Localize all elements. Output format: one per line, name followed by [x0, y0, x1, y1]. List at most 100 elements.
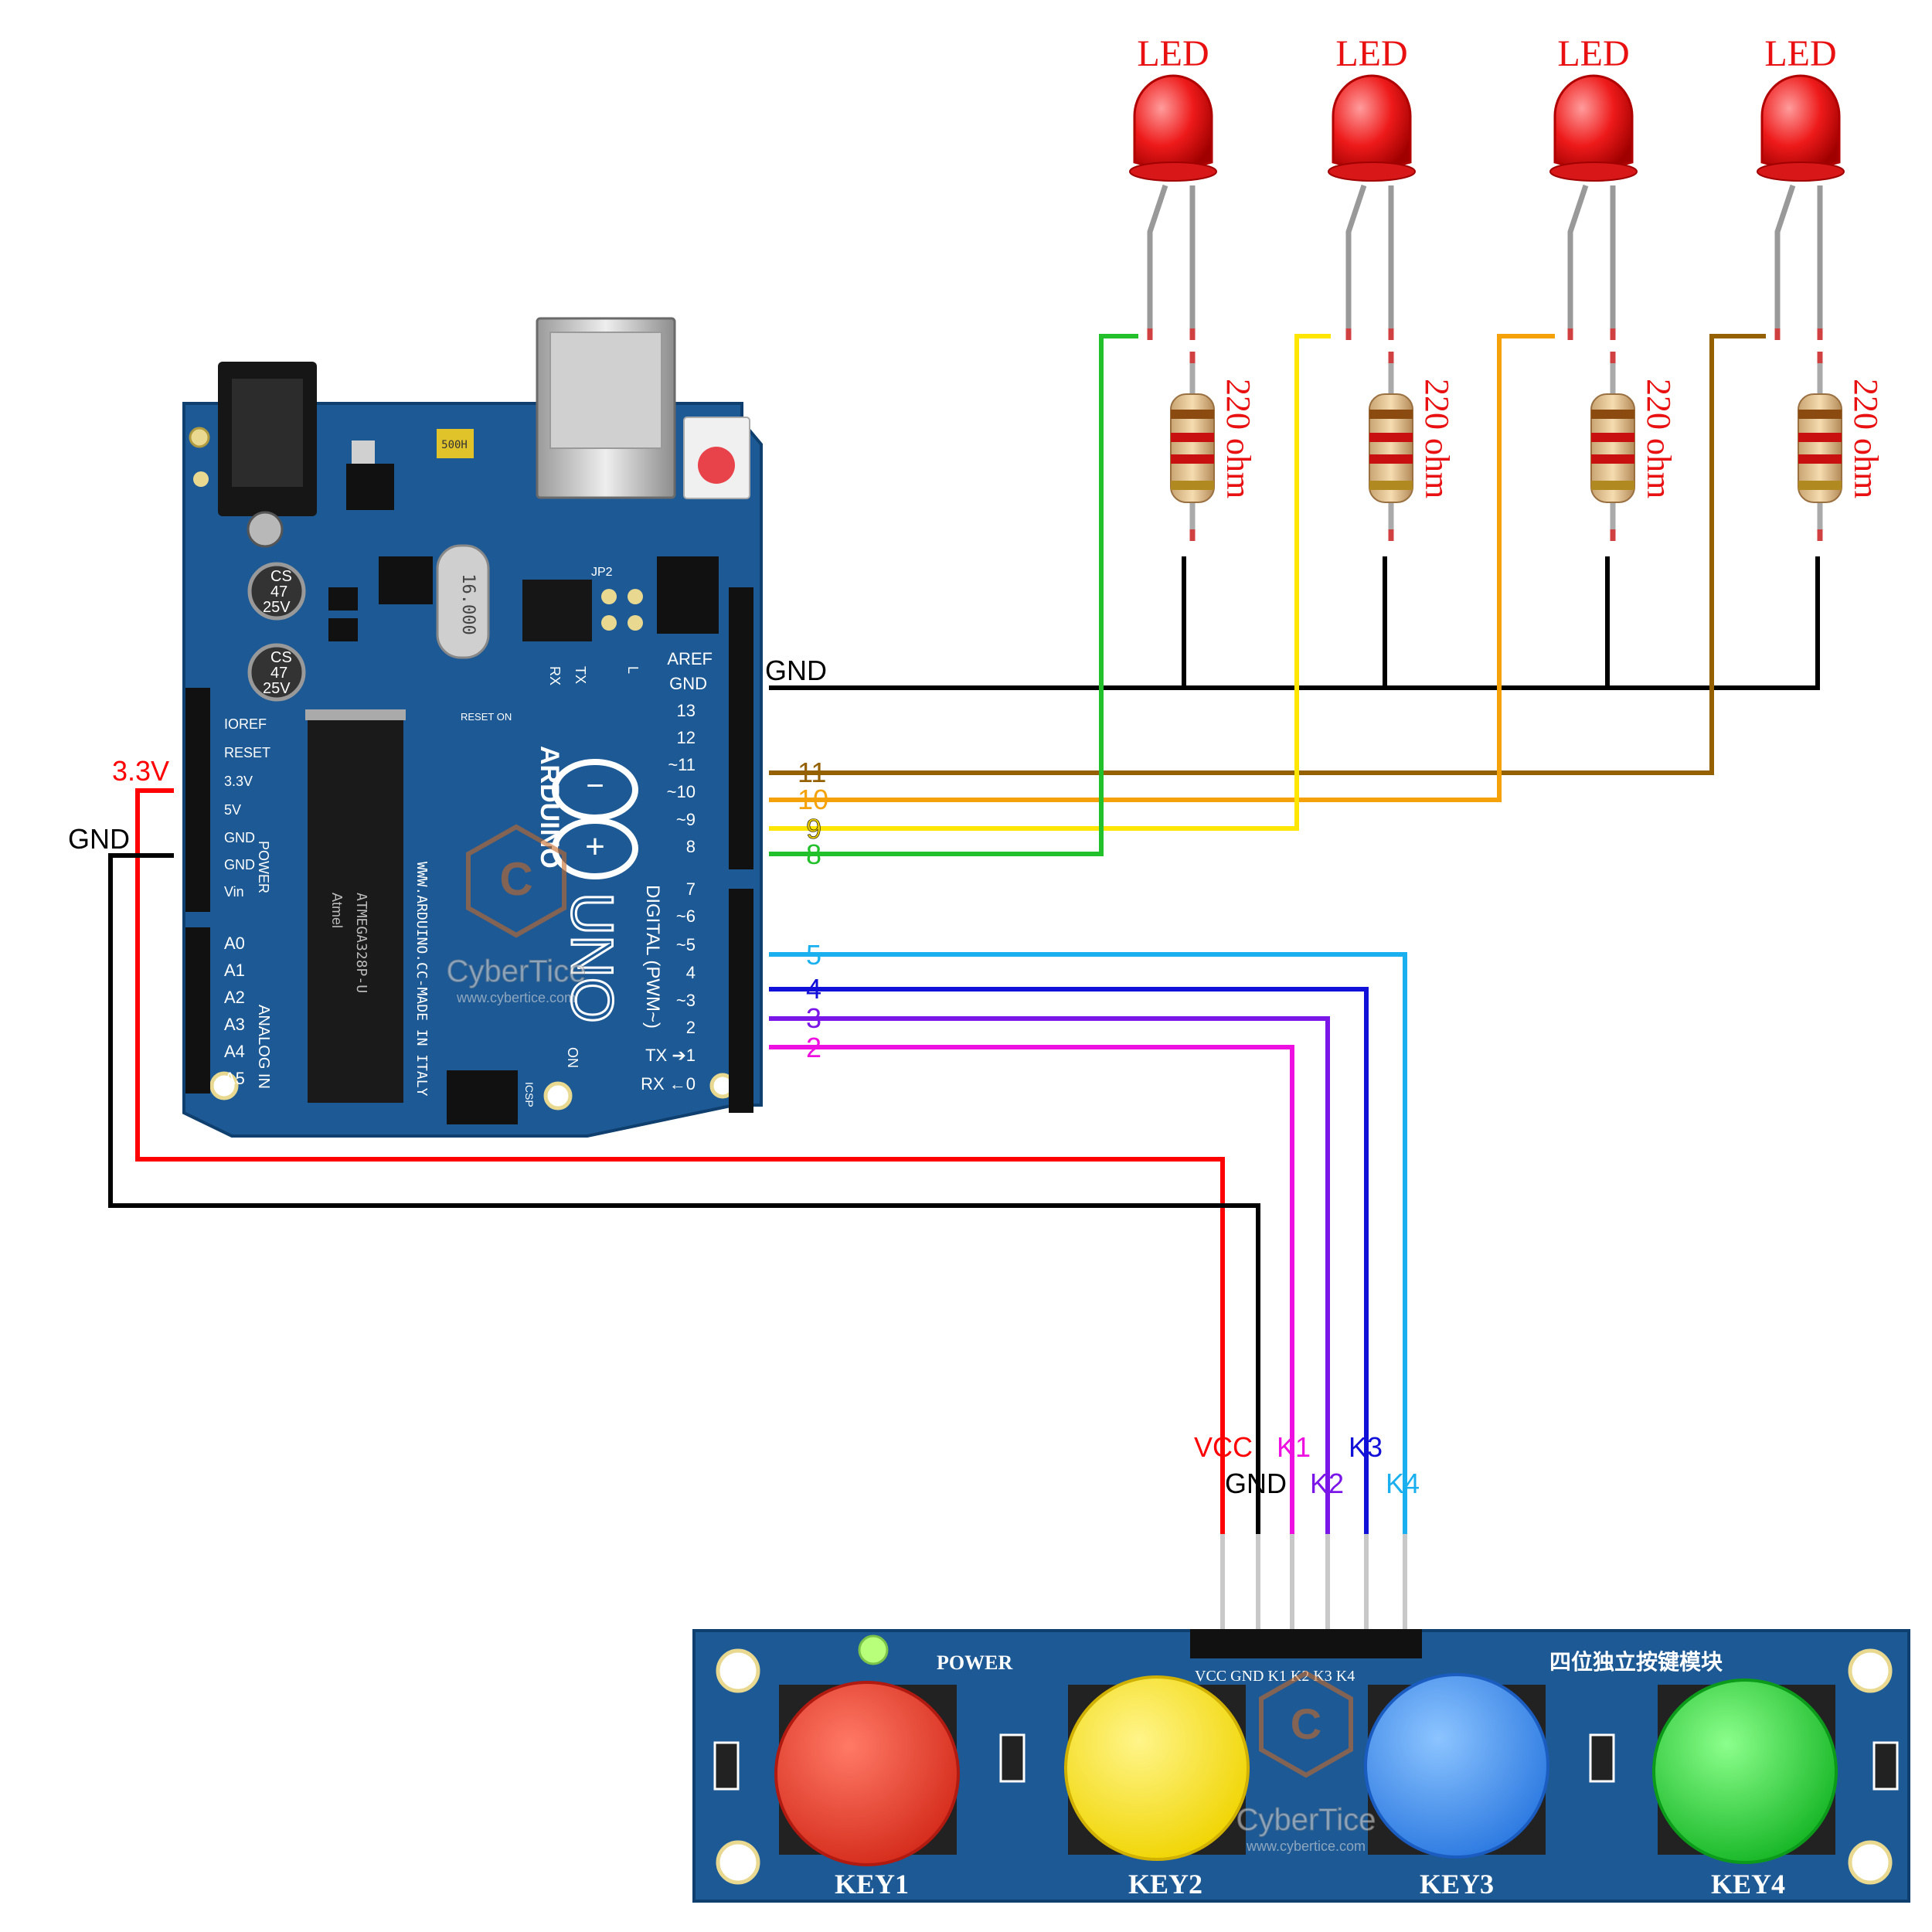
led-label: LED: [1137, 33, 1209, 74]
resistor-label: 220 ohm: [1640, 379, 1678, 498]
label-gnd-p2: GND: [224, 857, 255, 872]
label-d12: 12: [677, 728, 696, 747]
svg-text:ATMEGA328P-U: ATMEGA328P-U: [353, 893, 369, 993]
label-rx0: RX ←0: [641, 1074, 696, 1094]
svg-text:C: C: [1291, 1699, 1321, 1748]
label-gnd-p1: GND: [224, 830, 255, 845]
svg-text:CyberTice: CyberTice: [1236, 1803, 1376, 1837]
pin-label-k2: K2: [1310, 1468, 1344, 1499]
atmega-chip: [308, 713, 403, 1103]
label-5v: 5V: [224, 802, 241, 818]
svg-text:CS: CS: [270, 649, 292, 666]
power-header: [185, 688, 210, 912]
watermark-2: C CyberTice www.cybertice.com: [1236, 1670, 1376, 1854]
module-power-label: POWER: [937, 1651, 1012, 1674]
wire-pin4: [769, 987, 1369, 1534]
svg-text:RX: RX: [547, 666, 563, 685]
svg-text:25V: 25V: [263, 599, 291, 616]
label-power: POWER: [256, 841, 271, 893]
led-leg: [1774, 184, 1796, 340]
arduino-uno-board: 500H CS 47 25V CS 47 25V 16.000 JP2: [182, 317, 763, 1138]
led-label: LED: [1557, 33, 1629, 74]
resistor-icon: [1369, 393, 1413, 503]
svg-text:16.000: 16.000: [458, 573, 478, 634]
key2-button[interactable]: [1064, 1675, 1250, 1861]
svg-text:www.cybertice.com: www.cybertice.com: [1246, 1838, 1366, 1854]
resistor-label: 220 ohm: [1847, 379, 1885, 498]
svg-text:−: −: [586, 769, 604, 803]
arduino-logo: − +: [552, 759, 638, 879]
key1-label: KEY1: [835, 1869, 909, 1900]
led-leg: [1567, 184, 1589, 340]
module-title: 四位独立按键模块: [1549, 1649, 1723, 1674]
mount-hole: [193, 471, 209, 487]
led-leg: [1147, 184, 1168, 340]
led-label: LED: [1764, 33, 1836, 74]
wire-pin5: [769, 952, 1407, 1534]
led-label: LED: [1335, 33, 1407, 74]
label-a3: A3: [224, 1015, 245, 1034]
key1-button[interactable]: [774, 1681, 960, 1866]
svg-text:500H: 500H: [441, 439, 468, 451]
capacitor-1: CS 47 25V: [247, 562, 306, 621]
label-d6: ~6: [676, 906, 696, 926]
label-pin3: 3: [806, 1002, 821, 1034]
wire-pin2: [769, 1045, 1294, 1534]
module-header: [1190, 1629, 1422, 1658]
label-a4: A4: [224, 1042, 245, 1061]
label-digital-pwm: DIGITAL (PWM~): [642, 885, 663, 1029]
svg-text:RESET ON: RESET ON: [461, 711, 512, 723]
svg-text:TX: TX: [573, 666, 588, 684]
url-text: WWW.ARDUINO.CC-MADE IN ITALY: [413, 862, 430, 1097]
led-assembly: LED 220 ohm: [1549, 33, 1678, 541]
pin-label-k1: K1: [1277, 1431, 1311, 1463]
led-icon: [1332, 74, 1412, 169]
svg-text:ICSP: ICSP: [523, 1082, 536, 1107]
label-d9: ~9: [676, 810, 696, 829]
label-a0: A0: [224, 934, 245, 953]
svg-text:Atmel: Atmel: [329, 893, 345, 928]
wire-3v3: [135, 788, 1225, 1534]
led-assembly: LED 220 ohm: [1757, 33, 1885, 541]
label-a2: A2: [224, 988, 245, 1007]
label-aref: AREF: [667, 649, 713, 668]
label-pin5: 5: [806, 939, 821, 971]
label-d4: 4: [686, 963, 696, 982]
mount-hole: [189, 427, 210, 448]
label-d10: ~10: [667, 782, 696, 801]
power-led: [858, 1634, 889, 1665]
label-tx1: TX ➔1: [645, 1046, 696, 1065]
crystal: [436, 544, 490, 659]
label-reset: RESET: [224, 745, 270, 760]
key2-label: KEY2: [1128, 1869, 1202, 1900]
wire-pin10: [769, 334, 1555, 802]
resistor-icon: [1798, 393, 1842, 503]
label-3v3-wire: 3.3V: [112, 755, 169, 787]
model-text: UNO: [559, 893, 624, 1023]
key4-label: KEY4: [1711, 1869, 1785, 1900]
label-d11: ~11: [668, 755, 696, 774]
svg-text:JP2: JP2: [591, 566, 613, 579]
led-icon: [1133, 74, 1213, 169]
label-d2: 2: [686, 1018, 696, 1037]
label-a1: A1: [224, 961, 245, 980]
pin-label-k3: K3: [1349, 1431, 1383, 1463]
svg-text:L: L: [625, 666, 641, 674]
svg-text:25V: 25V: [263, 680, 291, 697]
label-pin4: 4: [806, 973, 821, 1005]
resistor-icon: [1170, 393, 1215, 503]
label-pin9: 9: [806, 813, 821, 845]
key3-button[interactable]: [1364, 1673, 1549, 1859]
svg-text:47: 47: [270, 583, 287, 600]
wire-pin11: [769, 334, 1766, 775]
key4-button[interactable]: [1652, 1679, 1838, 1864]
wire-pin3: [769, 1016, 1330, 1534]
label-pin11: 11: [798, 757, 826, 788]
svg-text:+: +: [585, 828, 605, 866]
on-text: ON: [565, 1047, 580, 1068]
wire-pin8: [769, 334, 1138, 856]
label-a5: A5: [224, 1069, 245, 1088]
